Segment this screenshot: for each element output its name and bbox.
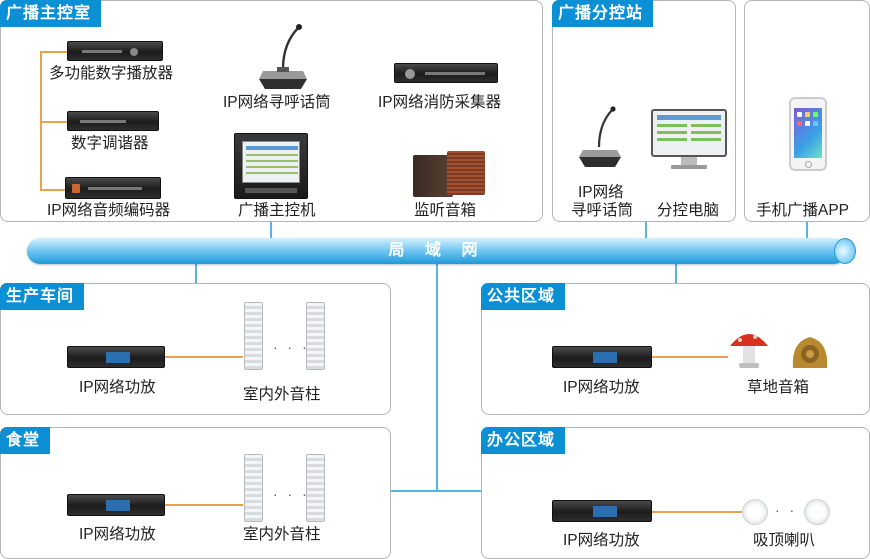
zone-office-speaker-label: 吸顶喇叭 — [753, 532, 816, 549]
control-room-title: 广播主控室 — [0, 0, 102, 27]
link-zone-canteen — [390, 490, 482, 492]
lawn-speaker-rock-icon — [792, 337, 828, 368]
zone-office-amp-label: IP网络功放 — [563, 532, 640, 549]
tuner-label: 数字调谐器 — [71, 135, 149, 152]
fire-collector-device — [394, 63, 498, 83]
lan-bus-end — [834, 238, 856, 264]
zone-canteen-title: 食堂 — [0, 427, 51, 454]
zone-office-dots: · · · — [775, 502, 812, 518]
zone-public-amp-label: IP网络功放 — [563, 379, 640, 396]
zone-production-column-speaker-icon-2 — [306, 302, 325, 370]
mobile-app-label: 手机广播APP — [756, 202, 850, 219]
encoder-label: IP网络音频编码器 — [47, 202, 171, 219]
zone-canteen-link — [165, 504, 243, 506]
branch-pc-icon — [651, 109, 727, 169]
zone-canteen-speaker-label: 室内外音柱 — [243, 526, 321, 543]
branch-mic-label-line2: 寻呼话筒 — [571, 202, 634, 219]
rack-link-2 — [40, 121, 67, 123]
zone-public-speaker-label: 草地音箱 — [747, 379, 810, 396]
paging-mic-label: IP网络寻呼话筒 — [223, 94, 331, 111]
digital-player-device — [67, 41, 163, 61]
fire-collector-label: IP网络消防采集器 — [378, 94, 502, 111]
zone-public-panel: 公共区域 IP网络功放 草地音箱 — [481, 283, 870, 415]
zone-production-column-speaker-icon — [244, 302, 263, 370]
rack-link-3 — [40, 189, 67, 191]
rack-link-1 — [40, 51, 67, 53]
zone-office-amp-device — [552, 500, 652, 522]
zone-canteen-column-speaker-icon-2 — [306, 454, 325, 522]
zone-canteen-dots: · · · — [273, 486, 310, 502]
zone-production-title: 生产车间 — [0, 283, 85, 310]
zone-public-title: 公共区域 — [481, 283, 566, 310]
zone-office-link — [652, 511, 742, 513]
control-room-panel: 广播主控室 多功能数字播放器 数字调谐器 IP网络音频编码器 IP网络寻呼话筒 … — [0, 0, 543, 222]
lawn-speaker-mushroom-icon — [730, 334, 768, 368]
mobile-panel: 手机广播APP — [744, 0, 870, 222]
lan-bus: 局 域 网 — [27, 238, 847, 264]
paging-mic-icon — [259, 24, 307, 89]
zone-canteen-panel: 食堂 · · · IP网络功放 室内外音柱 — [0, 427, 391, 559]
tuner-device — [67, 111, 159, 131]
branch-station-panel: 广播分控站 IP网络 寻呼话筒 分控电脑 — [552, 0, 736, 222]
zone-production-dots: · · · — [273, 339, 310, 355]
monitor-speaker-label: 监听音箱 — [414, 202, 477, 219]
link-zone-public — [675, 262, 677, 284]
branch-pc-label: 分控电脑 — [657, 202, 720, 219]
smartphone-icon — [789, 97, 827, 171]
lan-label: 局 域 网 — [388, 242, 486, 259]
zone-canteen-amp-device — [67, 494, 165, 516]
link-trunk — [436, 262, 438, 492]
zone-production-speaker-label: 室内外音柱 — [243, 386, 321, 403]
zone-production-amp-device — [67, 346, 165, 368]
zone-office-title: 办公区域 — [481, 427, 566, 454]
zone-public-link — [652, 356, 728, 358]
zone-canteen-column-speaker-icon — [244, 454, 263, 522]
encoder-device — [65, 177, 161, 199]
zone-production-amp-label: IP网络功放 — [79, 379, 156, 396]
branch-station-title: 广播分控站 — [552, 0, 654, 27]
ceiling-speaker-icon-2 — [804, 499, 830, 525]
monitor-speaker-icon — [413, 151, 485, 197]
link-branch — [645, 222, 647, 240]
zone-public-amp-device — [552, 346, 652, 368]
link-mobile — [806, 222, 808, 240]
zone-production-panel: 生产车间 · · · IP网络功放 室内外音柱 — [0, 283, 391, 415]
digital-player-label: 多功能数字播放器 — [49, 65, 174, 82]
link-control-room — [270, 222, 272, 240]
zone-canteen-amp-label: IP网络功放 — [79, 526, 156, 543]
host-machine-label: 广播主控机 — [238, 202, 316, 219]
branch-mic-label-line1: IP网络 — [578, 184, 624, 201]
branch-mic-icon — [579, 106, 621, 167]
zone-office-panel: 办公区域 · · · IP网络功放 吸顶喇叭 — [481, 427, 870, 559]
zone-production-link — [165, 356, 243, 358]
host-machine-device — [234, 133, 308, 199]
link-zone-production — [195, 262, 197, 284]
ceiling-speaker-icon — [742, 499, 768, 525]
